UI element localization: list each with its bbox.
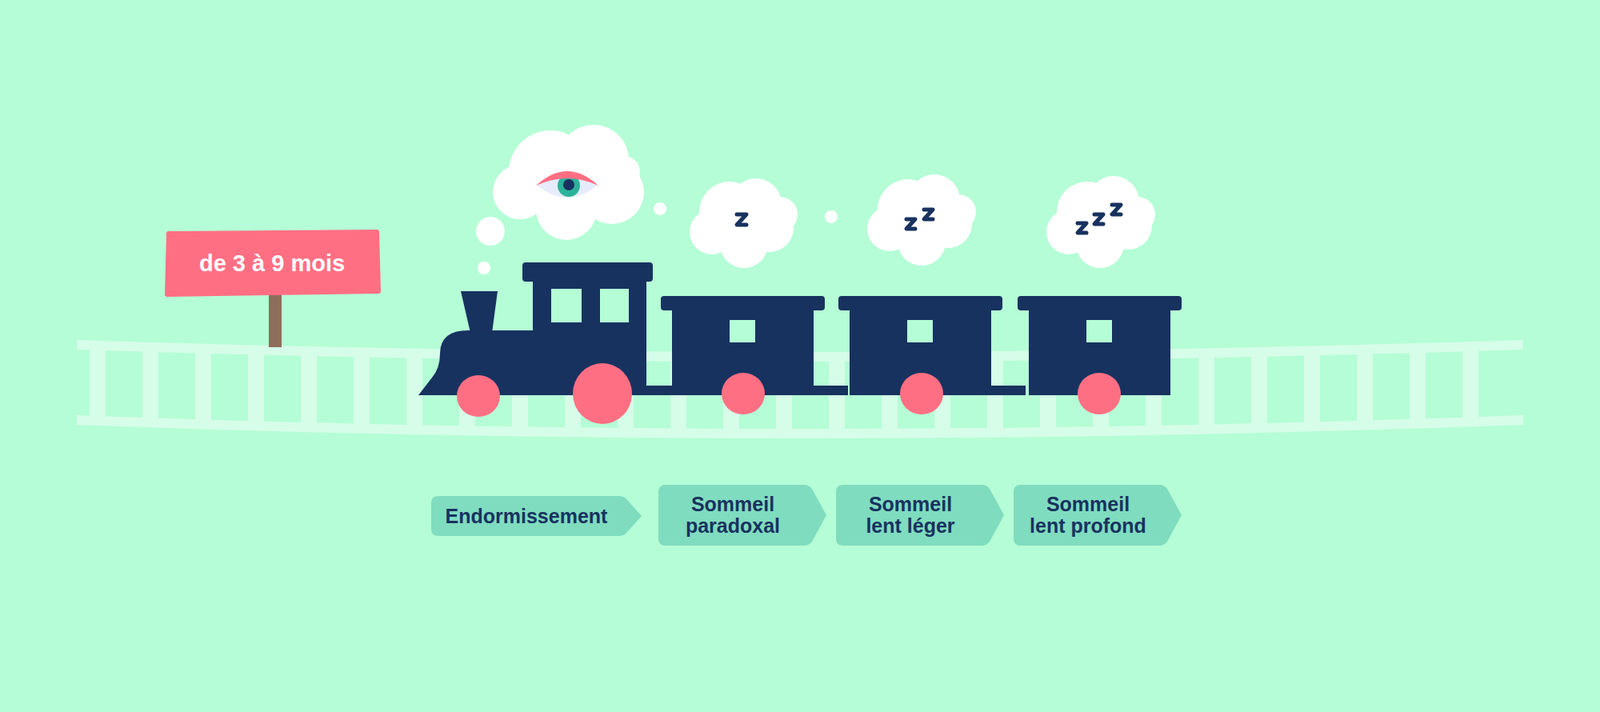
locomotive — [418, 262, 1026, 396]
illustration-part — [406, 356, 423, 427]
illustration-part — [477, 261, 491, 275]
illustration-part — [460, 291, 498, 333]
illustration-part — [1462, 349, 1479, 419]
illustration-part — [456, 375, 500, 417]
stage-label: Sommeil paradoxal — [672, 493, 793, 537]
illustration-part — [985, 385, 1026, 396]
eye-icon — [536, 171, 599, 198]
tag-shape — [836, 484, 1004, 546]
illustration-part — [195, 352, 212, 422]
illustration-part — [572, 363, 632, 424]
illustration-part — [1356, 352, 1373, 423]
illustration-part — [248, 353, 264, 424]
illustration-part — [300, 354, 317, 424]
wheels — [456, 363, 1121, 424]
illustration-part — [867, 174, 976, 266]
illustration-part — [1094, 214, 1104, 224]
illustration-part — [1409, 351, 1426, 421]
illustration-part — [353, 355, 370, 425]
stage-label: Sommeil lent profond — [1028, 493, 1148, 537]
illustration-part — [808, 385, 848, 396]
illustration-part — [522, 262, 653, 282]
illustration-part — [1120, 196, 1156, 232]
illustration-part — [736, 214, 747, 225]
tag-shape — [431, 496, 642, 536]
thought-clouds — [476, 124, 1156, 275]
illustration-part — [729, 320, 756, 343]
illustration-part — [924, 209, 933, 220]
age-label: de 3 à 9 mois — [199, 250, 345, 276]
age-sign: de 3 à 9 mois — [165, 232, 379, 295]
stage-label: Endormissement — [445, 505, 608, 528]
illustration-part — [551, 288, 582, 323]
illustration-part — [536, 171, 599, 186]
illustration-part — [608, 156, 640, 188]
sign-board — [167, 232, 379, 295]
sign-post — [268, 289, 282, 348]
stage-tag: Sommeil lent profond — [1013, 484, 1182, 546]
illustration-part — [563, 179, 575, 191]
illustration-part — [824, 210, 838, 224]
illustration-part — [838, 296, 1003, 311]
illustration-part — [1046, 176, 1156, 268]
illustration-part — [1112, 204, 1121, 215]
illustration-part — [721, 372, 765, 415]
illustration-part — [1076, 220, 1124, 268]
stage-tag: Sommeil paradoxal — [658, 484, 827, 546]
tag-shape — [1013, 484, 1182, 546]
illustration-part — [897, 217, 946, 266]
stage-tag: Sommeil lent léger — [836, 484, 1004, 546]
illustration-part — [906, 219, 916, 229]
sleep-z-symbols — [736, 204, 1121, 233]
illustration-part — [1086, 320, 1112, 343]
illustration-part — [476, 216, 505, 246]
illustration-part — [600, 288, 629, 323]
illustration-part — [1017, 296, 1182, 311]
illustration-part — [76, 420, 1524, 434]
illustration-part — [1077, 372, 1121, 415]
illustration-part — [660, 296, 825, 311]
tag-shape — [658, 484, 827, 546]
illustration-part — [1251, 355, 1268, 425]
stage-label: Sommeil lent léger — [850, 493, 971, 537]
illustration-part — [689, 178, 798, 268]
illustration-part — [492, 124, 644, 240]
illustration-part — [653, 202, 667, 216]
illustration-part — [900, 372, 944, 415]
illustration-part — [940, 194, 976, 230]
illustration-part — [762, 196, 798, 232]
illustration-part — [142, 350, 159, 420]
illustration-part — [1077, 223, 1087, 233]
illustration-part — [907, 320, 933, 343]
illustration-part — [1198, 356, 1215, 426]
stage-tag: Endormissement — [431, 496, 642, 536]
illustration-part — [720, 220, 768, 268]
illustration-part — [89, 348, 106, 418]
illustration-part — [1304, 353, 1320, 424]
illustration-part — [268, 289, 282, 348]
